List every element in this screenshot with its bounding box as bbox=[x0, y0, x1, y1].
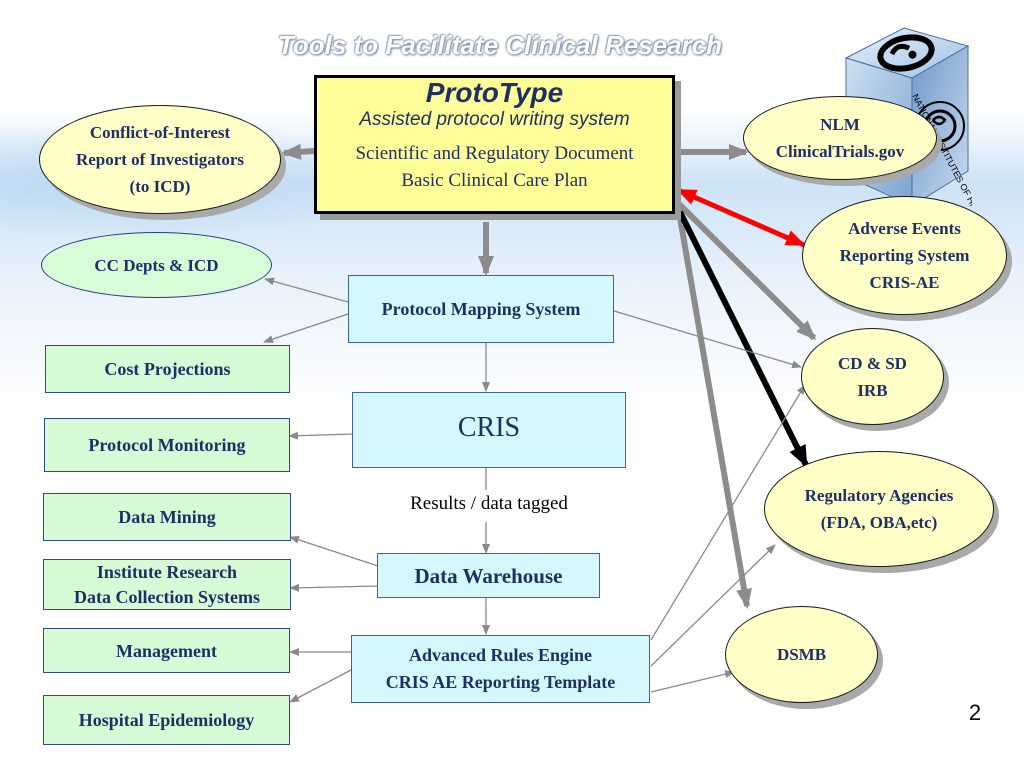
coi-line-2: Report of Investigators bbox=[75, 150, 245, 169]
cris-box[interactable]: CRIS bbox=[352, 392, 626, 468]
arrow-prototype-adverse-bidirectional bbox=[676, 187, 806, 248]
page-number: 2 bbox=[968, 700, 982, 725]
cdsd-line-1: CD & SD bbox=[838, 353, 907, 373]
rules-engine-box[interactable]: Advanced Rules Engine CRIS AE Reporting … bbox=[351, 635, 650, 703]
cost-projections-label: Cost Projections bbox=[104, 359, 231, 379]
regulatory-line-2: (FDA, OBA,etc) bbox=[820, 513, 938, 532]
cc-depts-icd-node[interactable]: CC Depts & ICD bbox=[41, 232, 272, 298]
adverse-line-2: Reporting System bbox=[839, 246, 970, 265]
arrow-cris-to-monitoring bbox=[288, 431, 353, 440]
cdsd-line-2: IRB bbox=[857, 380, 888, 400]
nlm-line-2: ClinicalTrials.gov bbox=[775, 142, 905, 161]
prototype-line-care-plan: Basic Clinical Care Plan bbox=[401, 170, 588, 191]
arrow-mapping-to-cdsd bbox=[613, 310, 802, 369]
protocol-mapping-box[interactable]: Protocol Mapping System bbox=[348, 275, 614, 343]
arrow-prototype-to-dsmb bbox=[675, 205, 752, 609]
rules-engine-line-2: CRIS AE Reporting Template bbox=[385, 672, 616, 692]
arrow-rules-to-hospital bbox=[289, 669, 352, 703]
conflict-of-interest-node[interactable]: Conflict-of-Interest Report of Investiga… bbox=[39, 105, 281, 214]
institute-line-1: Institute Research bbox=[96, 561, 238, 582]
cc-depts-label: CC Depts & ICD bbox=[94, 255, 219, 275]
adverse-line-3: CRIS-AE bbox=[869, 273, 940, 292]
prototype-box[interactable]: ProtoType Assisted protocol writing syst… bbox=[314, 75, 675, 214]
cost-projections-box[interactable]: Cost Projections bbox=[45, 345, 290, 393]
data-mining-label: Data Mining bbox=[118, 507, 216, 527]
hospital-epidemiology-label: Hospital Epidemiology bbox=[78, 710, 255, 730]
protocol-mapping-label: Protocol Mapping System bbox=[381, 299, 581, 319]
arrow-rules-to-dsmb bbox=[650, 670, 735, 693]
hospital-epidemiology-box[interactable]: Hospital Epidemiology bbox=[43, 695, 290, 745]
prototype-title: ProtoType bbox=[425, 77, 564, 108]
rules-engine-line-1: Advanced Rules Engine bbox=[408, 645, 593, 665]
dsmb-label: DSMB bbox=[776, 645, 827, 664]
prototype-subtitle: Assisted protocol writing system bbox=[359, 109, 630, 130]
arrow-rules-to-regulatory bbox=[650, 544, 776, 667]
institute-research-box[interactable]: Institute Research Data Collection Syste… bbox=[43, 559, 291, 610]
adverse-line-1: Adverse Events bbox=[848, 219, 961, 238]
regulatory-agencies-node[interactable]: Regulatory Agencies (FDA, OBA,etc) bbox=[764, 451, 994, 567]
coi-line-3: (to ICD) bbox=[129, 177, 191, 196]
cd-sd-irb-node[interactable]: CD & SD IRB bbox=[801, 328, 944, 425]
nlm-line-1: NLM bbox=[820, 115, 860, 134]
protocol-monitoring-box[interactable]: Protocol Monitoring bbox=[44, 418, 290, 472]
institute-line-2: Data Collection Systems bbox=[74, 586, 260, 607]
dsmb-node[interactable]: DSMB bbox=[725, 606, 878, 703]
nlm-clinicaltrials-node[interactable]: NLM ClinicalTrials.gov bbox=[743, 96, 937, 180]
arrow-prototype-to-coi bbox=[281, 143, 315, 160]
slide-title: Tools to Facilitate Clinical Research bbox=[277, 30, 723, 60]
arrow-mapping-to-ccdepts bbox=[264, 277, 349, 303]
coi-line-1: Conflict-of-Interest bbox=[89, 123, 231, 142]
management-box[interactable]: Management bbox=[43, 628, 290, 673]
management-label: Management bbox=[116, 640, 217, 661]
data-warehouse-label: Data Warehouse bbox=[414, 563, 563, 588]
data-warehouse-box[interactable]: Data Warehouse bbox=[377, 553, 600, 598]
arrow-warehouse-to-institute bbox=[289, 583, 379, 592]
arrow-rules-to-cdsd bbox=[650, 384, 806, 641]
arrow-warehouse-to-datamining bbox=[289, 536, 379, 567]
cris-label: CRIS bbox=[457, 412, 521, 443]
data-mining-box[interactable]: Data Mining bbox=[43, 493, 291, 541]
arrow-mapping-to-cost bbox=[263, 313, 349, 343]
results-data-tagged-label: Results / data tagged bbox=[410, 493, 568, 514]
prototype-line-document: Scientific and Regulatory Document bbox=[355, 143, 634, 164]
regulatory-line-1: Regulatory Agencies bbox=[804, 486, 954, 505]
arrow-prototype-to-regulatory bbox=[677, 210, 809, 468]
protocol-monitoring-label: Protocol Monitoring bbox=[88, 435, 246, 455]
adverse-events-node[interactable]: Adverse Events Reporting System CRIS-AE bbox=[802, 196, 1007, 315]
